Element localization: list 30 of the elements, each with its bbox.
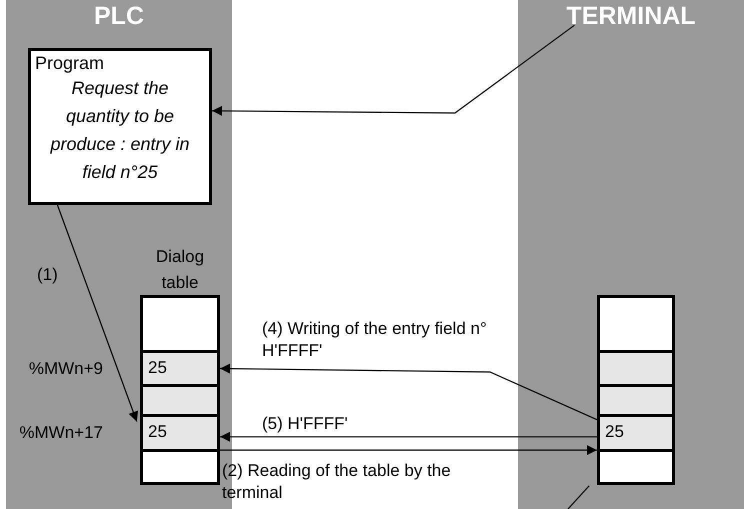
program-box: [28, 48, 212, 205]
arrow: [220, 432, 597, 442]
edge-label: (2) Reading of the table by the terminal: [222, 460, 452, 504]
table-cell: [597, 384, 675, 417]
address-label: %MWn+17: [19, 423, 103, 443]
table-cell: [597, 449, 675, 485]
terminal-panel: [518, 0, 744, 509]
table-cell: [140, 449, 220, 485]
table-cell: [140, 295, 220, 353]
edge-label: (4) Writing of the entry field n° H'FFFF': [262, 318, 487, 362]
panel-title: PLC: [93, 2, 145, 31]
cell-value: 25: [605, 422, 624, 442]
table-cell: [597, 414, 675, 452]
arrow: [220, 445, 597, 456]
arrow: [56, 204, 138, 422]
table-cell: [140, 384, 220, 417]
table-cell: [597, 295, 675, 353]
table-heading: Dialog table: [154, 246, 206, 294]
address-label: %MWn+9: [28, 359, 103, 379]
arrow: [220, 364, 598, 420]
box-heading: Program: [35, 53, 106, 74]
panel-title: TERMINAL: [565, 2, 697, 31]
cell-value: 25: [148, 422, 167, 442]
cell-value: 25: [148, 358, 167, 378]
box-text: Request the quantity to be produce : entry in field n°25: [49, 77, 191, 184]
edge-label: (1): [37, 264, 58, 286]
table-cell: [597, 350, 675, 387]
edge-label: (5) H'FFFF': [262, 413, 348, 435]
arrow: [212, 24, 575, 116]
connector-line: [568, 485, 590, 509]
